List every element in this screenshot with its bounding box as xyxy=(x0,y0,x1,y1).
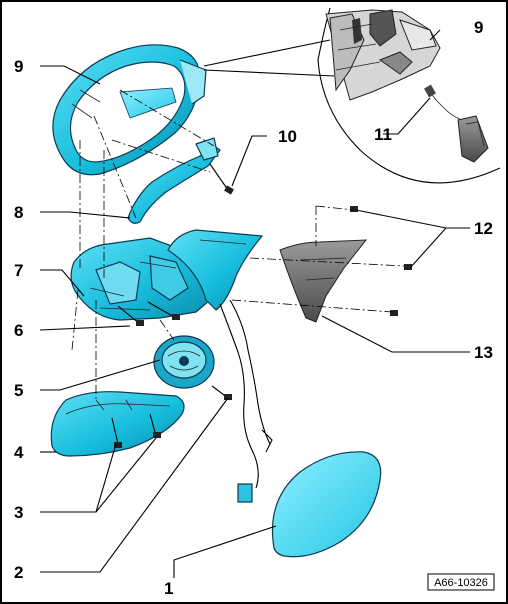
callouts: 9 9 10 11 8 12 7 6 13 5 4 3 2 1 xyxy=(14,18,493,598)
adjusting-motor xyxy=(153,335,215,389)
callout-7: 7 xyxy=(14,261,23,280)
callout-6: 6 xyxy=(14,321,23,340)
mirror-glass xyxy=(271,451,382,558)
callout-1: 1 xyxy=(164,579,173,598)
callout-12: 12 xyxy=(474,219,493,238)
callout-3: 3 xyxy=(14,503,23,522)
callout-2: 2 xyxy=(14,563,23,582)
leader-lines xyxy=(39,29,470,578)
figure-reference: A66-10326 xyxy=(427,573,495,591)
door-body-detail xyxy=(325,9,441,101)
callout-9-left: 9 xyxy=(14,57,23,76)
mirror-base-assembly xyxy=(70,237,211,321)
callout-5: 5 xyxy=(14,381,23,400)
mirror-foot-bracket xyxy=(167,229,264,311)
mirror-housing-frame xyxy=(52,44,207,176)
connector-cable-11 xyxy=(424,84,489,163)
wiring-harness xyxy=(219,299,273,503)
trim-strip xyxy=(127,137,221,224)
detail-inset xyxy=(317,7,501,184)
callout-13: 13 xyxy=(474,343,493,362)
callout-8: 8 xyxy=(14,203,23,222)
callout-11: 11 xyxy=(374,125,392,144)
callout-10: 10 xyxy=(278,127,297,146)
screws xyxy=(111,163,412,448)
callout-4: 4 xyxy=(14,443,24,462)
lower-housing-cover xyxy=(50,391,185,457)
figure-reference-code: A66-10326 xyxy=(434,577,488,589)
callout-9-right: 9 xyxy=(474,18,483,37)
